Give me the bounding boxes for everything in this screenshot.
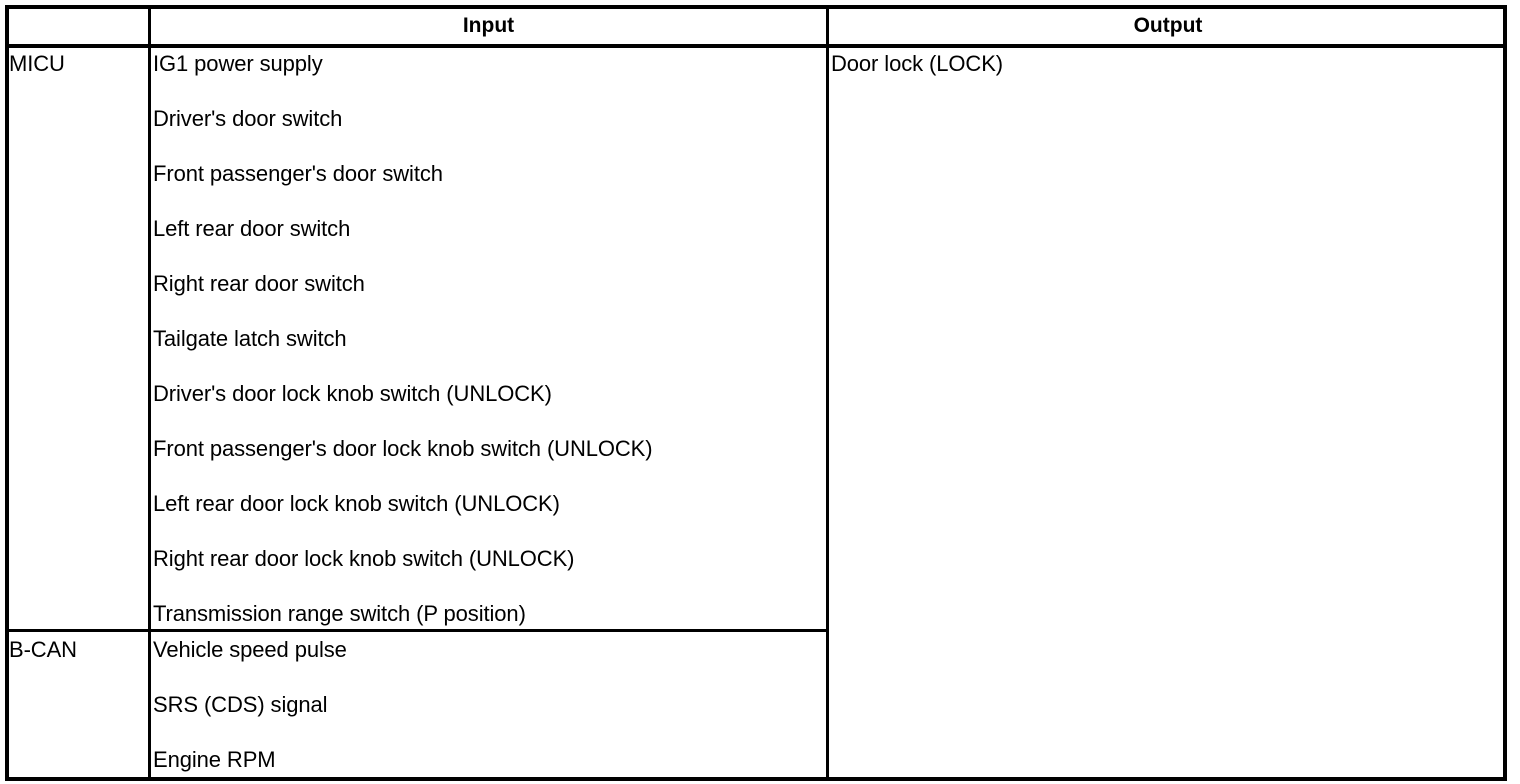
table-row: Left rear door switch xyxy=(153,216,351,241)
header-row-divider xyxy=(5,44,1507,48)
table-row: Right rear door switch xyxy=(153,271,365,296)
table-row: Front passenger's door switch xyxy=(153,161,443,186)
source-label-micu: MICU xyxy=(9,51,65,76)
table-outer-border xyxy=(5,5,1507,781)
table-row: Transmission range switch (P position) xyxy=(153,601,526,626)
table-row: Door lock (LOCK) xyxy=(831,51,1003,76)
table-row: Engine RPM xyxy=(153,747,276,772)
table-row: Driver's door lock knob switch (UNLOCK) xyxy=(153,381,552,406)
column-header-input: Input xyxy=(462,14,515,37)
input-output-column-divider xyxy=(826,5,829,781)
table-row: SRS (CDS) signal xyxy=(153,692,328,717)
table-row: IG1 power supply xyxy=(153,51,323,76)
source-input-column-divider xyxy=(148,5,151,781)
table-row: Front passenger's door lock knob switch … xyxy=(153,436,653,461)
table-row: Right rear door lock knob switch (UNLOCK… xyxy=(153,546,575,571)
source-label-bcan: B-CAN xyxy=(9,637,77,662)
table-row: Left rear door lock knob switch (UNLOCK) xyxy=(153,491,560,516)
table-row: Driver's door switch xyxy=(153,106,343,131)
table-row: Tailgate latch switch xyxy=(153,326,347,351)
column-header-output: Output xyxy=(1133,14,1203,37)
micu-bcan-row-divider xyxy=(5,629,829,632)
table-row: Vehicle speed pulse xyxy=(153,637,347,662)
